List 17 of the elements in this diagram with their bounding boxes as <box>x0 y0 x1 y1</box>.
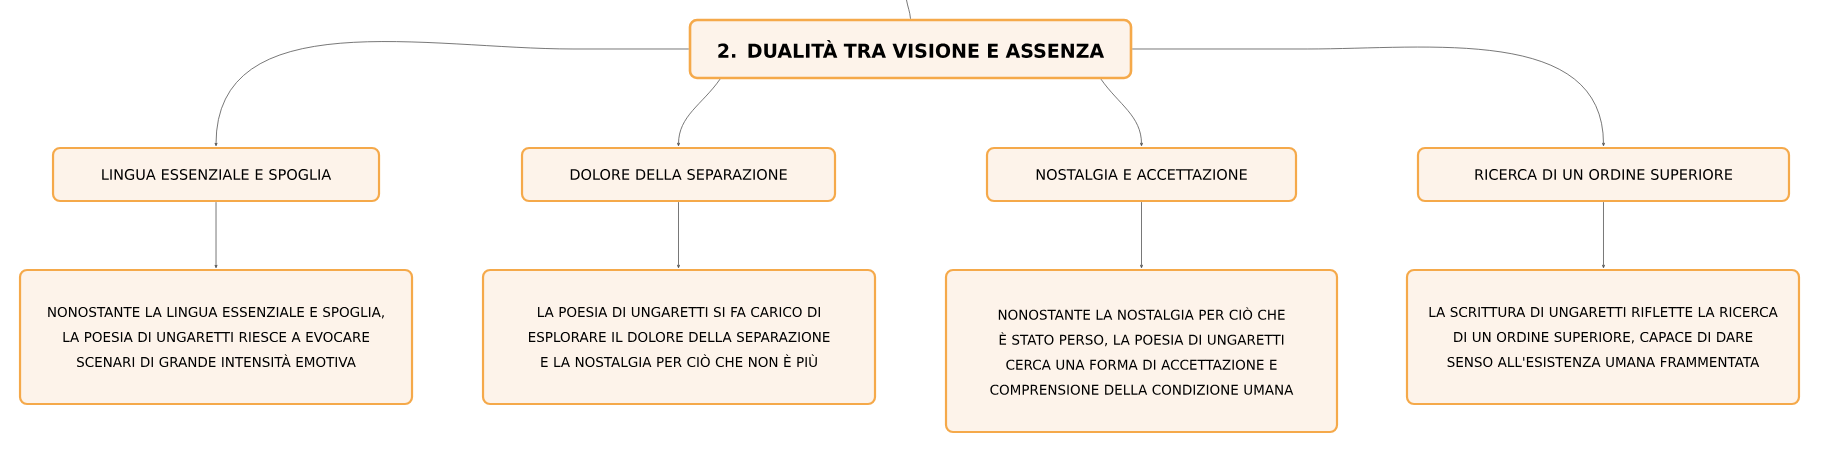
topic-box: DOLORE DELLA SEPARAZIONE <box>520 146 837 203</box>
detail-box: NONOSTANTE LA LINGUA ESSENZIALE E SPOGLIA, LA POESIA DI UNGARETTI RIESCE A EVOCARE SCENARI DI GRANDE INTENSITÀ EMOTIVA <box>18 268 414 406</box>
central-topic-box: 2. DUALITÀ TRA VISIONE E ASSENZA <box>688 18 1133 80</box>
connector-arrow <box>1131 46 1605 147</box>
connector-arrow <box>1100 78 1143 147</box>
connector-arrow <box>1602 201 1605 269</box>
topic-box: RICERCA DI UN ORDINE SUPERIORE <box>1416 146 1791 203</box>
detail-box: LA POESIA DI UNGARETTI SI FA CARICO DI ESPLORARE IL DOLORE DELLA SEPARAZIONE E LA NOSTALGIA PER CIÒ CHE NON È PIÙ <box>481 268 877 406</box>
connector-arrow <box>677 201 680 269</box>
connector-arrow <box>677 78 721 147</box>
topic-box: NOSTALGIA E ACCETTAZIONE <box>985 146 1298 203</box>
topic-box: LINGUA ESSENZIALE E SPOGLIA <box>51 146 381 203</box>
detail-box: NONOSTANTE LA NOSTALGIA PER CIÒ CHE È STATO PERSO, LA POESIA DI UNGARETTI CERCA UNA FORMA DI ACCETTAZIONE E COMPRENSIONE DELLA CONDIZIONE UMANA <box>944 268 1339 434</box>
connector-arrow <box>1140 201 1143 269</box>
detail-box: LA SCRITTURA DI UNGARETTI RIFLETTE LA RICERCA DI UN ORDINE SUPERIORE, CAPACE DI DARE SENSO ALL'ESISTENZA UMANA FRAMMENTATA <box>1405 268 1801 406</box>
connector-arrow <box>214 201 218 269</box>
connector-arrow <box>214 41 690 147</box>
